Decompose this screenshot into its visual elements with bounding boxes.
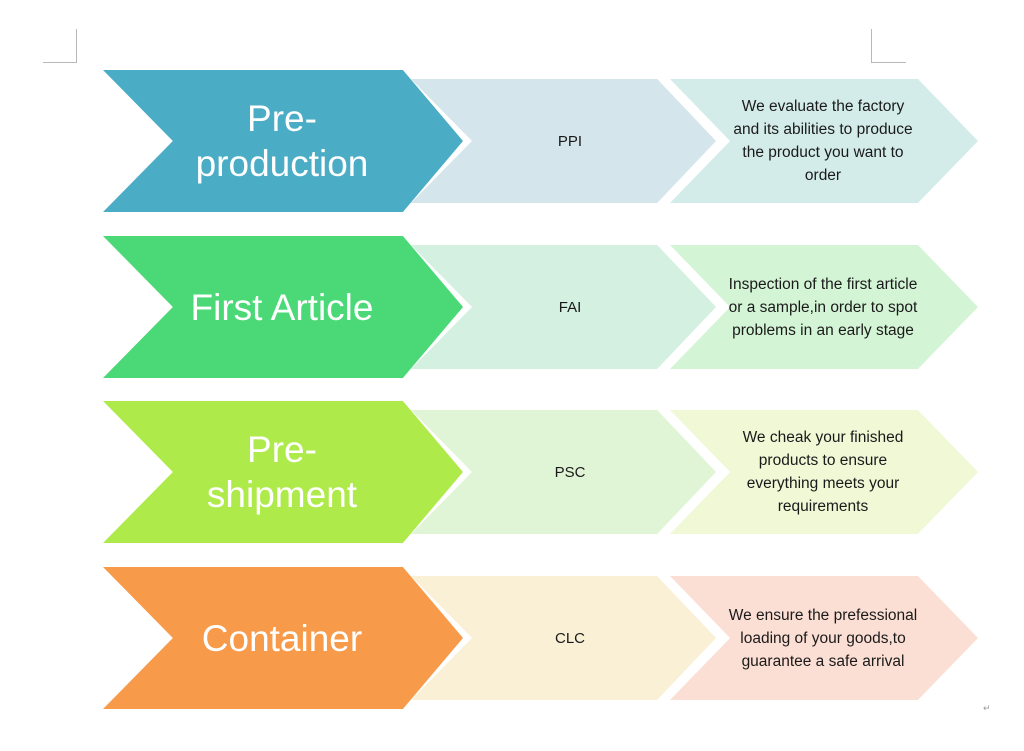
- paragraph-return-icon: ↵: [983, 703, 991, 713]
- page-corner-mark-top-right: [871, 29, 906, 63]
- stage-description: We cheak your finished products to ensur…: [742, 429, 904, 515]
- stage-code: CLC: [554, 629, 585, 647]
- stage-description: Inspection of the first article or a sam…: [728, 275, 918, 339]
- stage-row-pre-shipment: Pre-shipment PSC We cheak your finished …: [0, 401, 1024, 543]
- stage-code: FAI: [558, 298, 582, 316]
- stage-title: First Article: [190, 286, 374, 328]
- stage-code: PPI: [557, 132, 583, 150]
- stage-title: Pre-production: [195, 98, 369, 184]
- stage-row-pre-production: Pre-production PPI We evaluate the facto…: [0, 70, 1024, 212]
- stage-title: Pre-shipment: [206, 429, 358, 515]
- stage-description: We evaluate the factory and its abilitie…: [733, 98, 913, 184]
- stage-row-first-article: First Article FAI Inspection of the firs…: [0, 236, 1024, 378]
- stage-description: We ensure the prefessional loading of yo…: [728, 606, 918, 670]
- stage-title: Container: [201, 617, 363, 659]
- page-corner-mark-top-left: [43, 29, 77, 63]
- stage-row-container: Container CLC We ensure the prefessional…: [0, 567, 1024, 709]
- stage-code: PSC: [554, 463, 586, 481]
